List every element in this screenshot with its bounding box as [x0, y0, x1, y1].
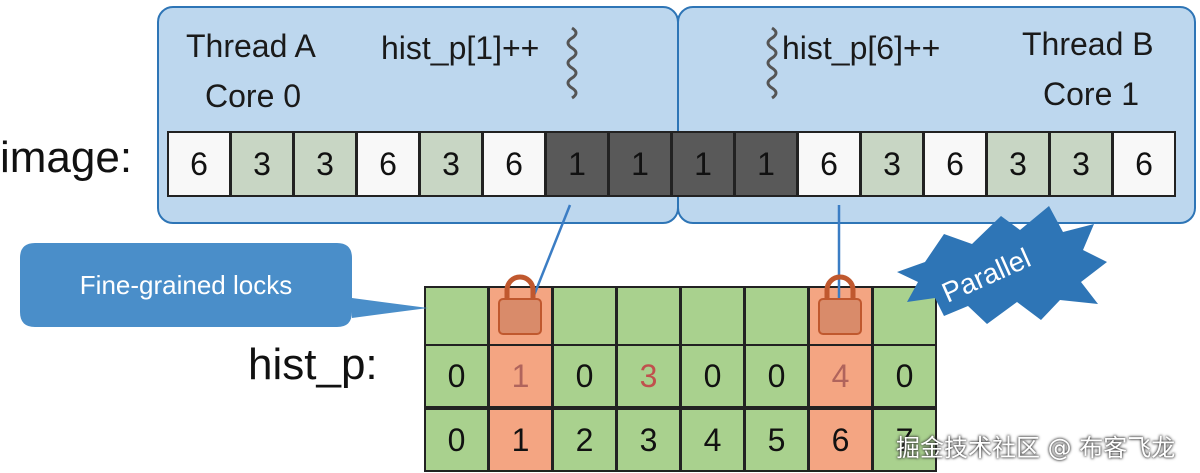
hist-value-cell: 0	[552, 344, 617, 408]
image-label: image:	[0, 133, 133, 182]
thread-a-core: Core 0	[205, 78, 302, 114]
image-cell: 3	[1049, 131, 1113, 197]
image-cell: 3	[860, 131, 924, 197]
thread-b-core: Core 1	[1043, 76, 1140, 112]
thread-b-operation: hist_p[6]++	[782, 30, 941, 66]
hist-value-cell: 0	[872, 344, 937, 408]
hist-index-cell: 7	[872, 408, 937, 472]
lock-icon	[818, 274, 862, 335]
hist-header-cell	[744, 286, 809, 350]
image-cell: 1	[608, 131, 672, 197]
hist-index-cell: 6	[808, 408, 873, 472]
lock-icon	[498, 274, 542, 335]
parallel-badge: Parallel	[897, 206, 1107, 324]
hist-header-cell	[872, 286, 937, 350]
image-cell: 6	[167, 131, 231, 197]
image-cell: 3	[986, 131, 1050, 197]
callout-label: Fine-grained locks	[79, 269, 293, 300]
hist-index-cell: 2	[552, 408, 617, 472]
hist-index-cell: 5	[744, 408, 809, 472]
hist-label: hist_p:	[248, 340, 378, 389]
image-cell: 6	[482, 131, 546, 197]
thread-a-name: Thread A	[186, 28, 316, 64]
hist-value-cell: 3	[616, 344, 681, 408]
watermark: 掘金技术社区 @ 布客飞龙	[896, 434, 1176, 462]
hist-index-cell: 3	[616, 408, 681, 472]
image-cell: 3	[293, 131, 357, 197]
squiggle-thread-a	[566, 26, 578, 100]
image-cell: 1	[734, 131, 798, 197]
hist-value-cell: 0	[424, 344, 489, 408]
hist-index-cell: 1	[488, 408, 553, 472]
thread-a-operation: hist_p[1]++	[381, 30, 540, 66]
squiggle-thread-b	[766, 26, 778, 100]
hist-index-cell: 4	[680, 408, 745, 472]
hist-value-cell: 4	[808, 344, 873, 408]
image-cell: 6	[1112, 131, 1176, 197]
image-cell: 6	[356, 131, 420, 197]
thread-b-name: Thread B	[1022, 26, 1154, 62]
